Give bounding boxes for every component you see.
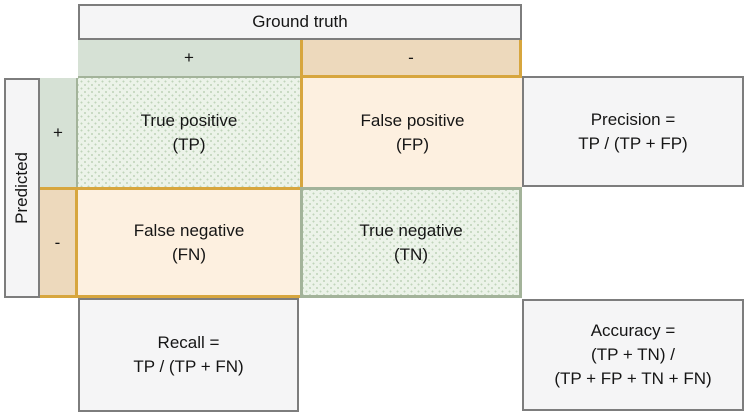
cell-false-negative: False negative (FN) <box>78 187 300 298</box>
predicted-label: Predicted <box>12 152 32 224</box>
row-header-negative: - <box>40 187 78 298</box>
predicted-header-box: Predicted <box>4 78 40 298</box>
cell-true-negative-abbr: (TN) <box>394 244 428 264</box>
accuracy-formula-line2: (TP + TN) / <box>591 345 675 365</box>
cell-true-negative: True negative (TN) <box>300 187 522 298</box>
column-header-negative-label: - <box>408 47 414 67</box>
column-header-positive-label: + <box>184 48 194 68</box>
cell-false-negative-name: False negative <box>133 220 245 240</box>
recall-formula-line1: Recall = <box>157 333 220 353</box>
cell-true-positive-abbr: (TP) <box>172 134 206 154</box>
cell-true-negative-name: True negative <box>359 220 463 240</box>
row-header-positive: + <box>40 78 78 187</box>
column-header-negative: - <box>300 40 522 78</box>
accuracy-formula-box: Accuracy = (TP + TN) / (TP + FP + TN + F… <box>522 299 744 411</box>
cell-true-positive-name: True positive <box>140 110 238 130</box>
precision-formula-line1: Precision = <box>590 109 676 129</box>
row-header-positive-label: + <box>53 122 63 142</box>
ground-truth-label: Ground truth <box>252 12 348 32</box>
recall-formula-line2: TP / (TP + FN) <box>133 357 244 376</box>
accuracy-formula-line3: (TP + FP + TN + FN) <box>554 368 712 388</box>
cell-false-positive-name: False positive <box>360 110 465 130</box>
column-header-positive: + <box>78 40 300 78</box>
recall-formula-box: Recall = TP / (TP + FN) <box>78 298 299 412</box>
precision-formula-line2: TP / (TP + FP) <box>578 133 688 153</box>
cell-false-positive-abbr: (FP) <box>395 134 430 154</box>
cell-true-positive: True positive (TP) <box>78 78 300 187</box>
accuracy-formula-line1: Accuracy = <box>590 321 676 341</box>
precision-formula-box: Precision = TP / (TP + FP) <box>522 76 744 187</box>
ground-truth-header-box: Ground truth <box>78 4 522 40</box>
cell-false-negative-abbr: (FN) <box>172 244 206 264</box>
cell-false-positive: False positive (FP) <box>300 78 522 187</box>
row-header-negative-label: - <box>54 232 61 252</box>
